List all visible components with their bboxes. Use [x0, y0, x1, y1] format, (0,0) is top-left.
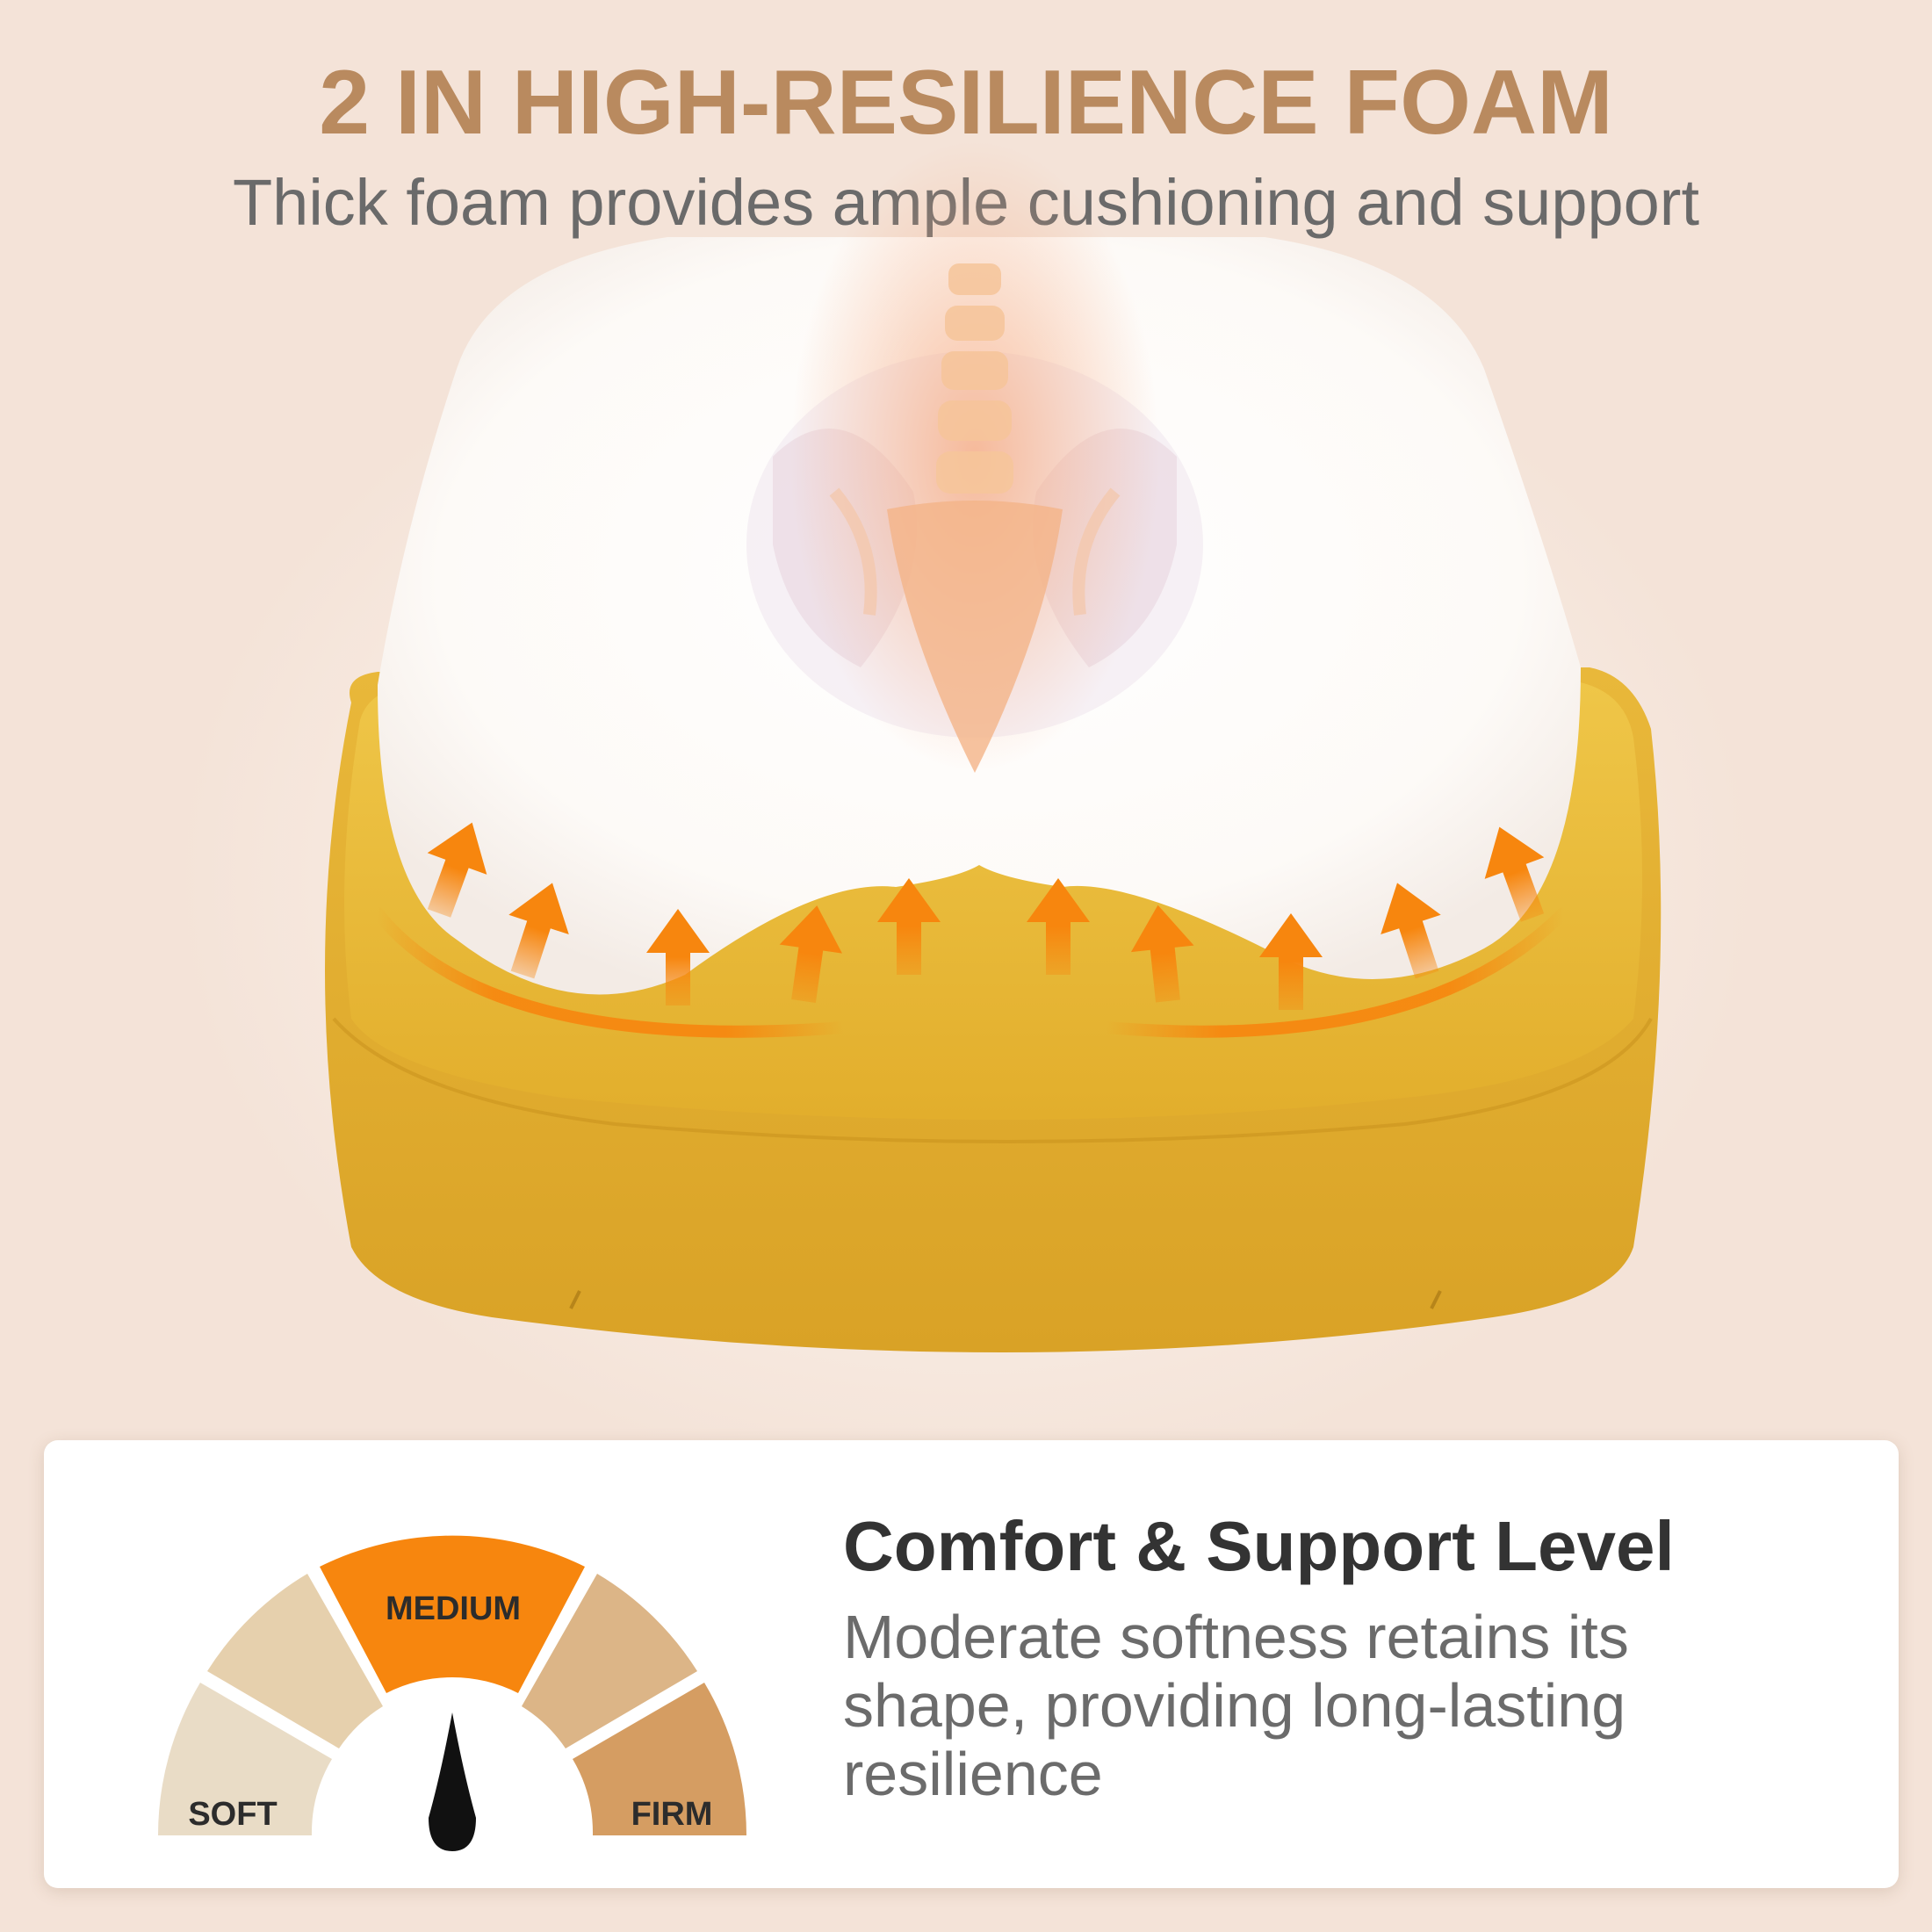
arrow-icon — [427, 822, 487, 918]
gauge-label-medium: MEDIUM — [386, 1590, 521, 1627]
arrow-icon — [1130, 905, 1194, 1003]
gauge-segment-soft — [158, 1683, 332, 1835]
arrow-icon — [1259, 913, 1323, 1010]
gauge-segment-medium-firm — [522, 1574, 697, 1748]
body-silhouette — [378, 141, 1581, 995]
gauge-segment-soft-medium — [207, 1574, 383, 1748]
arrow-icon — [779, 905, 843, 1003]
support-arrows — [427, 822, 1545, 1010]
arrow-icon — [1027, 878, 1090, 975]
gauge-segments — [158, 1535, 746, 1835]
gauge-segment-firm — [573, 1683, 746, 1835]
arrow-icon — [1484, 826, 1545, 922]
arrow-icon — [508, 883, 569, 979]
comfort-level-card: SOFT MEDIUM FIRM Comfort & Support Level… — [44, 1440, 1899, 1888]
gauge-needle-icon — [429, 1712, 476, 1851]
card-description: Moderate softness retains its shape, pro… — [843, 1603, 1629, 1808]
arrow-icon — [877, 878, 941, 975]
pressure-arcs — [371, 907, 1569, 1038]
firmness-gauge: SOFT MEDIUM FIRM — [158, 1535, 746, 1851]
card-title: Comfort & Support Level — [843, 1507, 1675, 1585]
gauge-segment-medium — [320, 1535, 585, 1693]
gauge-label-firm: FIRM — [631, 1796, 713, 1833]
page-title: 2 IN HIGH-RESILIENCE FOAM — [319, 52, 1613, 154]
arrow-icon — [1381, 883, 1441, 979]
gauge-label-soft: SOFT — [188, 1796, 277, 1833]
cushion-illustration — [325, 141, 1662, 1352]
arrow-icon — [646, 909, 710, 1006]
